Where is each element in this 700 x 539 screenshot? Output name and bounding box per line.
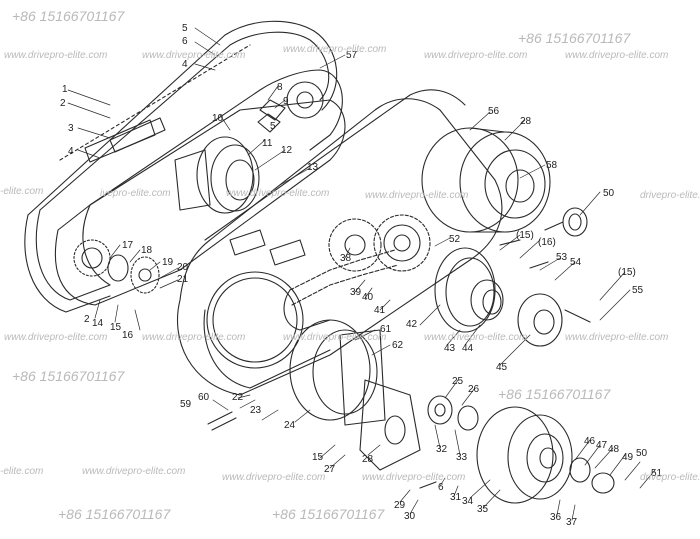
part-callout: 8 bbox=[277, 82, 283, 93]
clutch-drum bbox=[421, 127, 551, 233]
part-callout: 49 bbox=[622, 452, 634, 463]
part-callout: 50 bbox=[636, 448, 648, 459]
part-callout: 55 bbox=[632, 285, 644, 296]
part-callout: 19 bbox=[162, 257, 174, 268]
end-cap bbox=[544, 207, 588, 237]
part-callout: 50 bbox=[603, 188, 615, 199]
part-callout: 15 bbox=[110, 322, 122, 333]
drive-chain bbox=[283, 249, 399, 331]
part-callout: 51 bbox=[651, 468, 663, 479]
part-callout: 57 bbox=[346, 50, 358, 61]
part-callout: 5 bbox=[182, 23, 188, 34]
part-callout: 33 bbox=[456, 452, 468, 463]
part-callout: 15 bbox=[312, 452, 324, 463]
part-callout: 32 bbox=[436, 444, 448, 455]
part-callout: 6 bbox=[182, 36, 188, 47]
part-callout: (15) bbox=[516, 230, 534, 241]
part-callout: 54 bbox=[570, 257, 582, 268]
part-callout: 13 bbox=[307, 162, 319, 173]
part-callout: 44 bbox=[462, 343, 474, 354]
part-callout: (15) bbox=[618, 267, 636, 278]
part-callout: 4 bbox=[182, 59, 188, 70]
leader-lines bbox=[67, 27, 656, 521]
part-callout: 1 bbox=[62, 84, 68, 95]
part-callout: 58 bbox=[546, 160, 558, 171]
part-callout: 18 bbox=[141, 245, 153, 256]
part-callout: 9 bbox=[283, 96, 289, 107]
part-callout: 11 bbox=[262, 138, 273, 149]
upper-hub-assembly bbox=[174, 136, 260, 214]
part-callout: 46 bbox=[584, 436, 596, 447]
part-callout: 37 bbox=[566, 517, 578, 528]
small-sprocket-left bbox=[73, 239, 160, 294]
part-callout: 5 bbox=[270, 121, 276, 132]
part-callout: 43 bbox=[444, 343, 456, 354]
part-callout: 47 bbox=[596, 440, 608, 451]
part-callout: 26 bbox=[468, 384, 480, 395]
part-callout: 48 bbox=[608, 444, 620, 455]
part-callout: 61 bbox=[380, 324, 392, 335]
part-callout: 60 bbox=[198, 392, 210, 403]
flange bbox=[517, 293, 563, 347]
middle-sprocket bbox=[328, 214, 431, 272]
part-callout: 25 bbox=[452, 376, 464, 387]
part-callout: 39 bbox=[350, 287, 362, 298]
part-callout: 40 bbox=[362, 292, 374, 303]
part-callout: 23 bbox=[250, 405, 262, 416]
part-callout: 28 bbox=[520, 116, 532, 127]
part-callout: 20 bbox=[177, 262, 189, 273]
part-callout: 45 bbox=[496, 362, 508, 373]
part-callout: 16 bbox=[122, 330, 134, 341]
part-callout: 27 bbox=[324, 464, 336, 475]
part-callout: (16) bbox=[538, 237, 556, 248]
part-callout: 59 bbox=[180, 399, 192, 410]
part-callout: 42 bbox=[406, 319, 418, 330]
part-callout: 4 bbox=[68, 146, 74, 157]
lower-brake-assembly bbox=[289, 319, 421, 471]
part-callout: 56 bbox=[488, 106, 500, 117]
part-callout: 2 bbox=[60, 98, 66, 109]
large-disc bbox=[434, 247, 504, 333]
part-callout: 34 bbox=[462, 496, 474, 507]
part-callout: 2 bbox=[84, 314, 90, 325]
part-callout: 12 bbox=[281, 145, 293, 156]
part-callout: 41 bbox=[374, 305, 386, 316]
part-callout: 52 bbox=[449, 234, 461, 245]
inner-cover-plate bbox=[54, 81, 346, 306]
part-callout: 14 bbox=[92, 318, 104, 329]
part-callout: 53 bbox=[556, 252, 568, 263]
part-callout: 22 bbox=[232, 392, 244, 403]
part-callout: 28 bbox=[362, 454, 374, 465]
part-callout: 3 bbox=[68, 123, 74, 134]
part-callout: 29 bbox=[394, 500, 406, 511]
part-callout: 10 bbox=[212, 113, 224, 124]
part-callout: 62 bbox=[392, 340, 404, 351]
part-callout: 38 bbox=[340, 253, 352, 264]
bearing-parts bbox=[427, 395, 615, 494]
part-callout: 36 bbox=[550, 512, 562, 523]
part-callout: 31 bbox=[450, 492, 462, 503]
part-callout: 30 bbox=[404, 511, 416, 522]
part-callout: 6 bbox=[438, 482, 444, 493]
pins-bolts bbox=[207, 239, 591, 489]
lower-right-drum bbox=[476, 406, 573, 504]
part-callout: 35 bbox=[477, 504, 489, 515]
part-callout: 21 bbox=[177, 274, 189, 285]
main-housing bbox=[176, 89, 503, 396]
part-callout: 24 bbox=[284, 420, 296, 431]
part-callout: 17 bbox=[122, 240, 134, 251]
